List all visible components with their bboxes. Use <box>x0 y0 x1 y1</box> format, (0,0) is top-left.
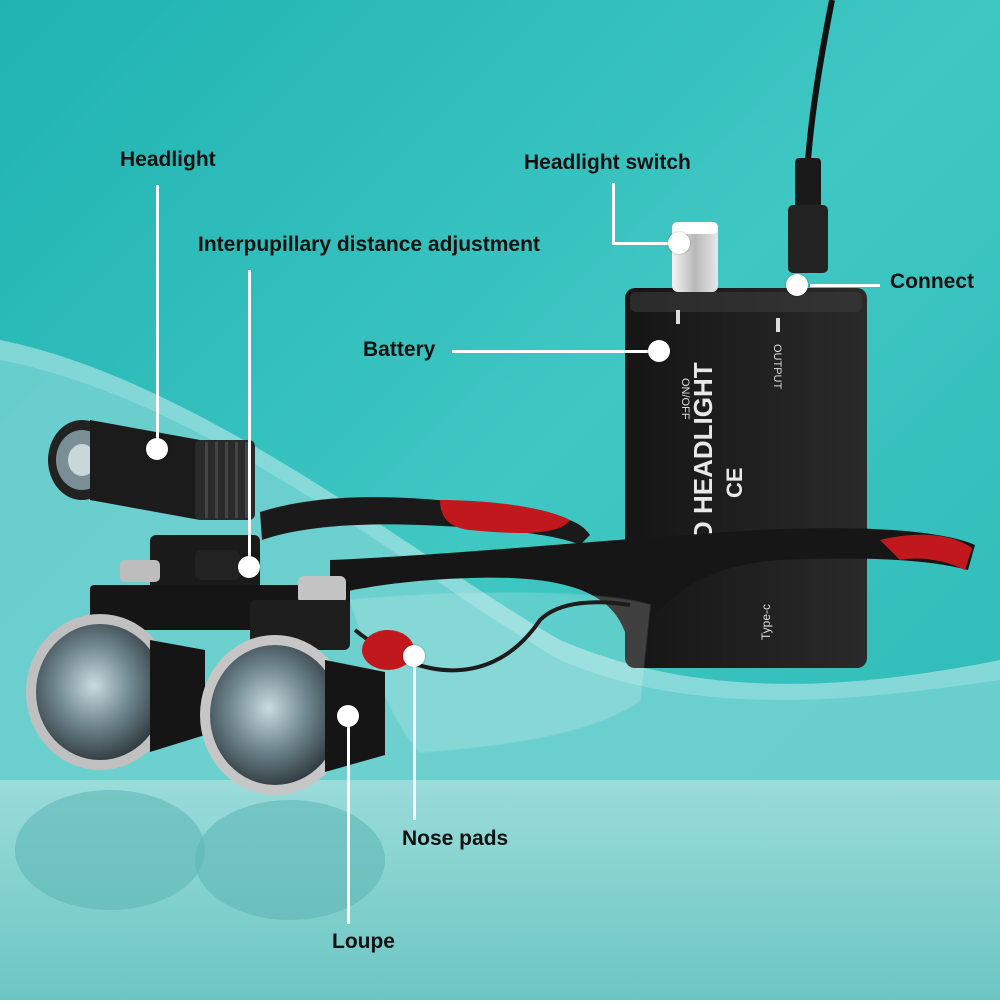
headlight-callout-line <box>156 185 159 447</box>
nose-pads-callout-dot <box>403 645 425 667</box>
battery-label: Battery <box>363 338 436 361</box>
switch-callout-line-h <box>612 242 674 245</box>
headlight-label: Headlight <box>120 148 216 171</box>
headlight-switch-label: Headlight switch <box>524 151 691 174</box>
nose-pads-label: Nose pads <box>402 827 509 850</box>
temple-tip-red <box>880 534 972 570</box>
ipd-callout-dot <box>238 556 260 578</box>
headlight-callout-dot <box>146 438 168 460</box>
connect-callout-dot <box>786 274 808 296</box>
ipd-callout-line <box>248 270 251 566</box>
loupe-label: Loupe <box>332 930 395 953</box>
svg-text:ON/OFF: ON/OFF <box>679 378 691 420</box>
temple-accent-red <box>440 500 570 533</box>
nose-pads-callout-line <box>413 656 416 820</box>
loupe-callout-dot <box>337 705 359 727</box>
cable <box>805 0 835 161</box>
cable-plug-icon <box>795 158 821 208</box>
connect-label: Connect <box>890 270 974 293</box>
switch-callout-dot <box>668 232 690 254</box>
ipd-adjustment-label: Interpupillary distance adjustment <box>198 233 540 256</box>
nose-pad <box>362 630 414 670</box>
loupe-lens-icon <box>26 614 385 795</box>
loupe-callout-line <box>347 716 350 924</box>
battery-callout-line <box>452 350 656 353</box>
protective-lens <box>348 592 652 754</box>
svg-text:OUTPUT: OUTPUT <box>771 344 783 390</box>
battery-callout-dot <box>648 340 670 362</box>
svg-text:D HEADLIGHT: D HEADLIGHT <box>688 362 718 540</box>
temple-arm <box>330 528 975 640</box>
connect-callout-line <box>810 284 880 287</box>
headlight-lamp-icon <box>48 420 255 520</box>
svg-text:Type-c: Type-c <box>759 604 773 640</box>
switch-callout-line <box>612 183 615 243</box>
svg-text:CE: CE <box>722 467 747 498</box>
